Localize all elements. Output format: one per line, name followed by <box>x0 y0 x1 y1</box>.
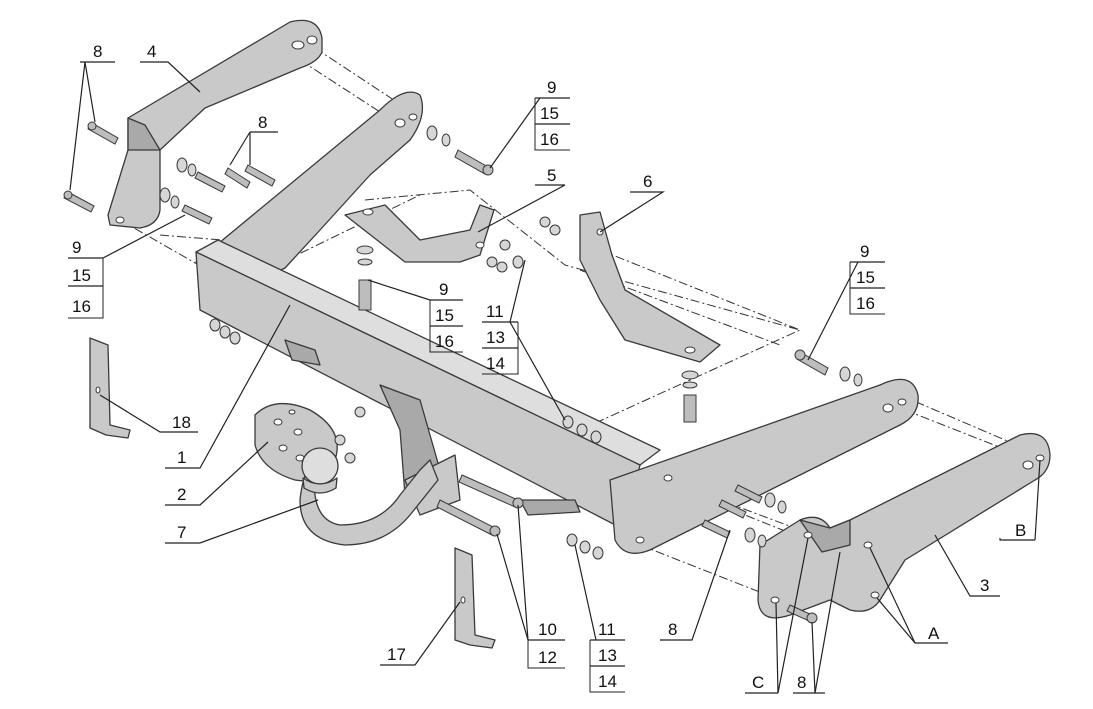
label-18: 18 <box>172 413 191 432</box>
label-9-right: 9 <box>860 242 869 261</box>
part-4-left-bracket <box>107 19 323 229</box>
label-1: 1 <box>177 448 186 467</box>
label-8-lower-center: 8 <box>668 620 677 639</box>
part-18-small-plate <box>89 337 131 439</box>
label-2: 2 <box>177 485 186 504</box>
label-10: 10 <box>538 620 557 639</box>
part-labels: 8 4 8 9 15 16 5 6 9 15 16 9 15 16 11 13 … <box>72 42 1026 692</box>
label-17: 17 <box>387 645 406 664</box>
label-9-left: 9 <box>72 238 81 257</box>
label-A: A <box>928 624 940 643</box>
label-15-center: 15 <box>435 306 454 325</box>
part-17-small-plate <box>454 547 496 649</box>
part-1-main-crossbar <box>195 91 919 554</box>
label-14-lower: 14 <box>598 672 617 691</box>
label-B: B <box>1015 521 1026 540</box>
label-9-center: 9 <box>439 280 448 299</box>
part-5-center-bracket <box>344 204 495 263</box>
label-7: 7 <box>177 523 186 542</box>
label-14-upper: 14 <box>486 354 505 373</box>
label-16-center: 16 <box>435 332 454 351</box>
part-6-right-bracket <box>579 211 721 363</box>
label-11-lower: 11 <box>598 620 616 639</box>
label-11-upper: 11 <box>486 302 504 321</box>
part-7-tow-ball <box>299 447 439 546</box>
label-16-upper-right: 16 <box>540 130 559 149</box>
label-15-left: 15 <box>72 266 91 285</box>
label-8-upper-mid: 8 <box>258 113 267 132</box>
label-6: 6 <box>643 172 652 191</box>
label-8-bottom-right: 8 <box>797 673 806 692</box>
leader-lines <box>68 61 1041 694</box>
label-15-upper-right: 15 <box>540 104 559 123</box>
label-13-lower: 13 <box>598 646 617 665</box>
label-9-upper-right: 9 <box>547 78 556 97</box>
label-12: 12 <box>538 648 557 667</box>
label-4: 4 <box>147 42 156 61</box>
fasteners <box>63 121 863 624</box>
label-13-upper: 13 <box>486 328 505 347</box>
label-C: C <box>752 673 764 692</box>
label-15-right: 15 <box>856 268 875 287</box>
label-5: 5 <box>547 166 556 185</box>
part-3-right-lower-bracket <box>757 432 1051 619</box>
label-16-right: 16 <box>856 294 875 313</box>
label-8-top-left: 8 <box>93 42 102 61</box>
label-3: 3 <box>980 576 989 595</box>
label-16-left: 16 <box>72 297 91 316</box>
